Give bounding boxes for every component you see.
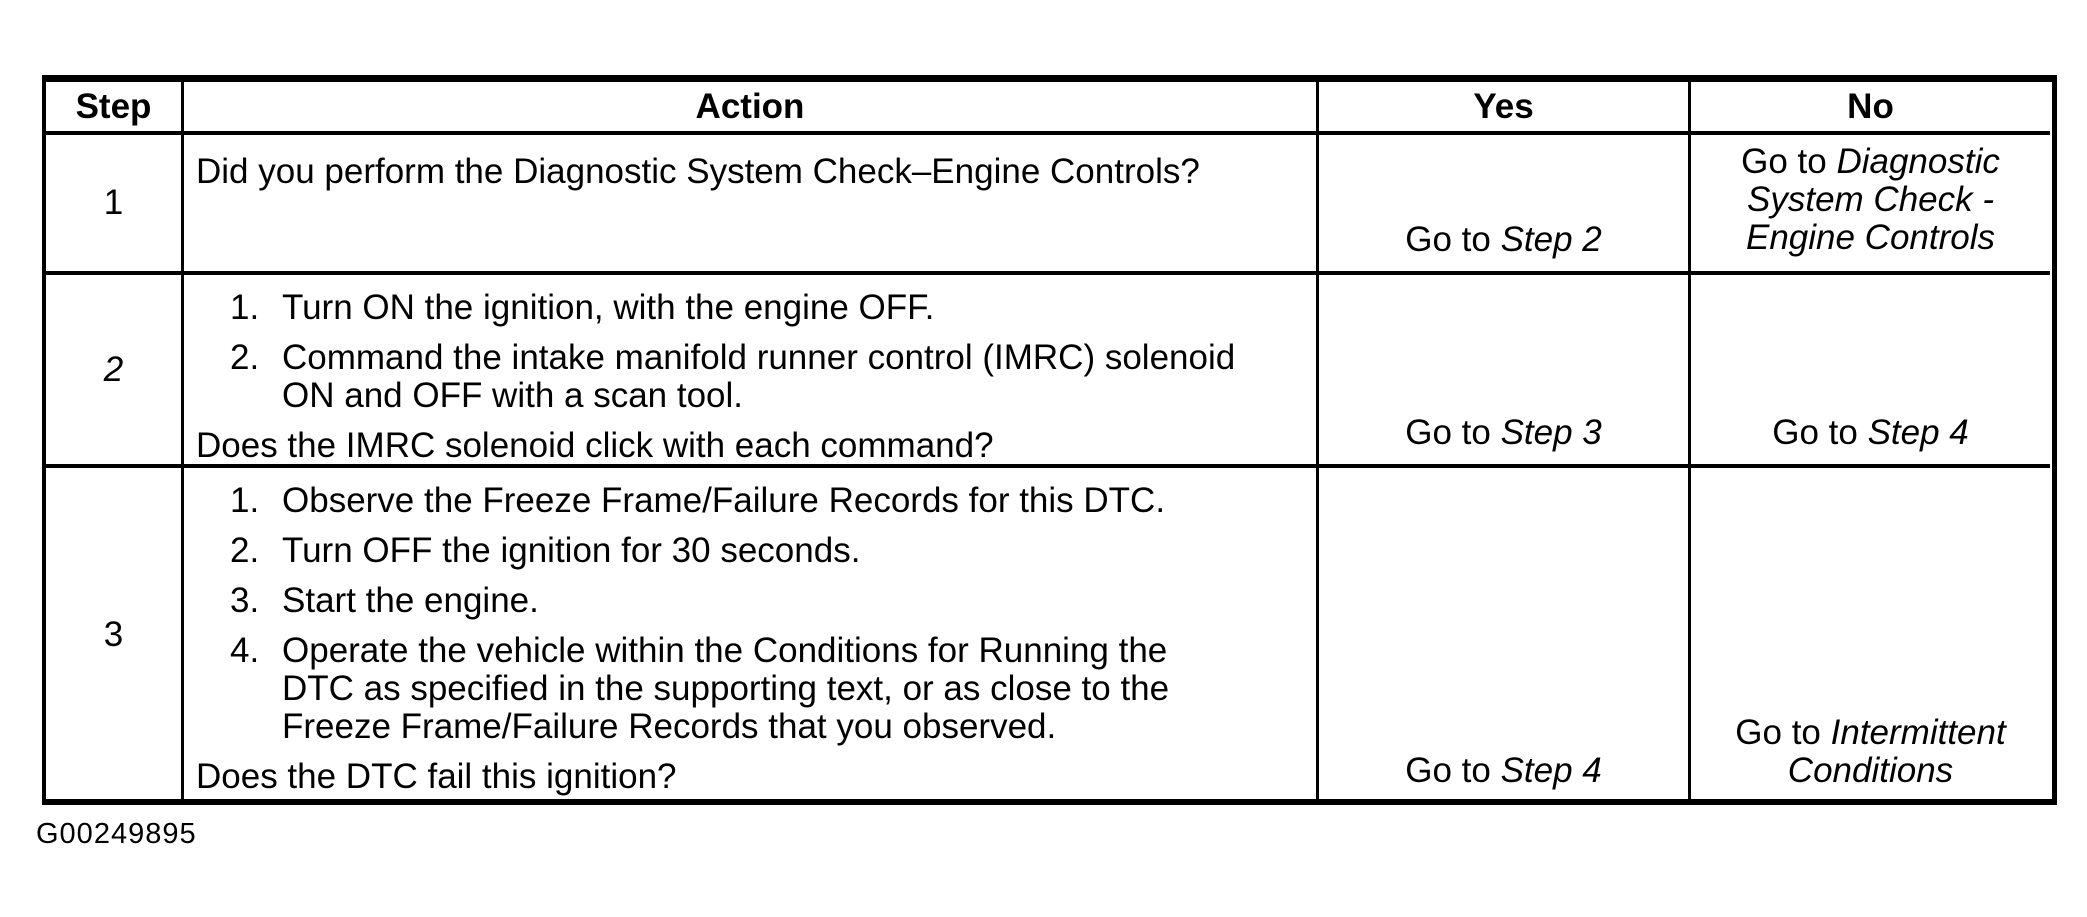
list-item-text: Turn OFF the ignition for 30 seconds. (282, 531, 861, 570)
action-cell-step-2: 1. Turn ON the ignition, with the engine… (184, 275, 1319, 468)
no-cell-step-3: Go to Intermittent Conditions (1691, 468, 2050, 802)
list-item-text: Operate the vehicle within the Condition… (282, 631, 1170, 746)
column-header-no: No (1691, 82, 2050, 135)
step-number-3: 3 (46, 468, 184, 802)
yes-cell-step-3: Go to Step 4 (1319, 468, 1691, 802)
goto-instruction: Go to Step 2 (1405, 221, 1602, 259)
step-number-2: 2 (46, 275, 184, 468)
step-number-1: 1 (46, 135, 184, 275)
goto-instruction: Go to Intermittent Conditions (1706, 714, 2036, 790)
goto-target: Step 4 (1500, 751, 1602, 790)
goto-instruction: Go to Step 4 (1772, 414, 1969, 452)
list-item-number: 2. (230, 338, 260, 377)
goto-prefix: Go to (1405, 751, 1501, 790)
list-item-number: 3. (230, 581, 260, 620)
no-cell-step-1: Go to Diagnostic System Check - Engine C… (1691, 135, 2050, 275)
goto-instruction: Go to Step 4 (1405, 752, 1602, 790)
goto-prefix: Go to (1741, 142, 1837, 181)
goto-target: Diagnostic System Check - Engine Control… (1745, 142, 2000, 257)
action-list-item: 3. Start the engine. (196, 582, 1308, 620)
action-list-item: 2. Command the intake manifold runner co… (196, 339, 1308, 415)
column-header-step: Step (46, 82, 184, 135)
diagnostic-steps-table: Step Action Yes No 1 Did you perform the… (42, 75, 2057, 805)
action-question: Does the DTC fail this ignition? (196, 757, 677, 796)
action-question: Does the IMRC solenoid click with each c… (196, 426, 994, 465)
goto-instruction: Go to Step 3 (1405, 414, 1602, 452)
list-item-number: 1. (230, 288, 260, 327)
action-cell-step-3: 1. Observe the Freeze Frame/Failure Reco… (184, 468, 1319, 802)
goto-target: Step 2 (1500, 220, 1602, 259)
yes-cell-step-2: Go to Step 3 (1319, 275, 1691, 468)
list-item-text: Turn ON the ignition, with the engine OF… (282, 288, 935, 327)
goto-target: Intermittent Conditions (1787, 713, 2006, 790)
goto-prefix: Go to (1772, 413, 1868, 452)
list-item-text: Observe the Freeze Frame/Failure Records… (282, 481, 1166, 520)
no-cell-step-2: Go to Step 4 (1691, 275, 2050, 468)
action-list-item: 1. Turn ON the ignition, with the engine… (196, 289, 1308, 327)
figure-id-label: G00249895 (36, 818, 197, 850)
action-list-item: 4. Operate the vehicle within the Condit… (196, 632, 1308, 746)
goto-target: Step 4 (1867, 413, 1969, 452)
action-list-item: 1. Observe the Freeze Frame/Failure Reco… (196, 482, 1308, 520)
list-item-number: 1. (230, 481, 260, 520)
action-list-item: 2. Turn OFF the ignition for 30 seconds. (196, 532, 1308, 570)
goto-prefix: Go to (1405, 413, 1501, 452)
list-item-number: 4. (230, 631, 260, 670)
list-item-text: Command the intake manifold runner contr… (282, 338, 1236, 415)
column-header-action: Action (184, 82, 1319, 135)
goto-target: Step 3 (1500, 413, 1602, 452)
column-header-yes: Yes (1319, 82, 1691, 135)
action-cell-step-1: Did you perform the Diagnostic System Ch… (184, 135, 1319, 275)
list-item-text: Start the engine. (282, 581, 539, 620)
yes-cell-step-1: Go to Step 2 (1319, 135, 1691, 275)
goto-prefix: Go to (1735, 713, 1831, 752)
goto-instruction: Go to Diagnostic System Check - Engine C… (1706, 143, 2036, 257)
goto-prefix: Go to (1405, 220, 1501, 259)
action-question: Did you perform the Diagnostic System Ch… (196, 152, 1200, 191)
list-item-number: 2. (230, 531, 260, 570)
